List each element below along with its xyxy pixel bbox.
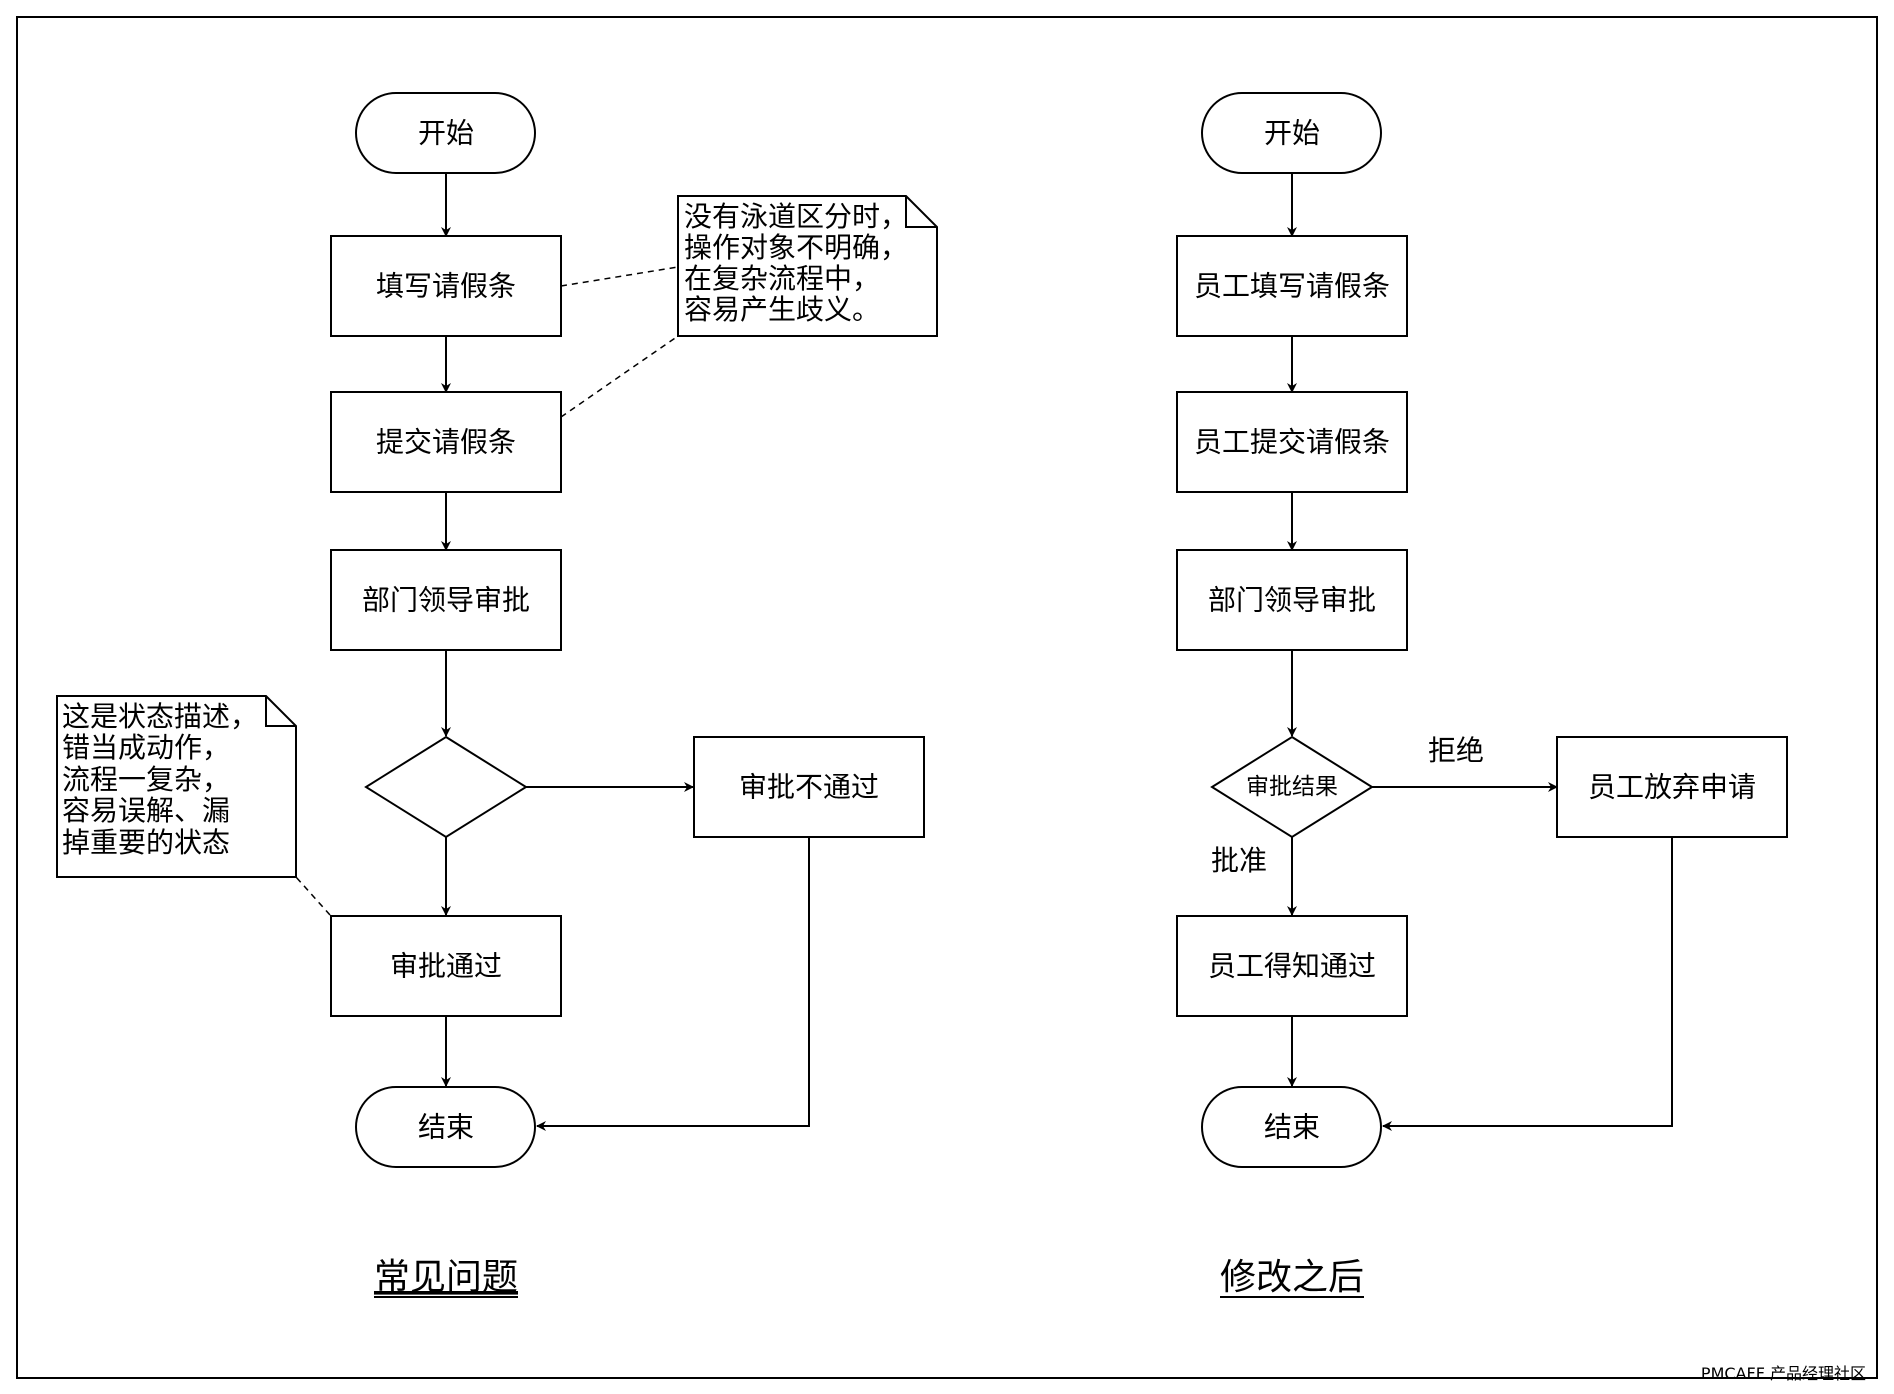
left-start-terminal bbox=[355, 92, 536, 174]
left-end-terminal bbox=[355, 1086, 536, 1168]
left-dept-approval-box bbox=[330, 549, 562, 651]
right-start-label: 开始 bbox=[1264, 117, 1320, 150]
note-states: 这是状态描述， 错当成动作， 流程一复杂， 容易误解、漏 掉重要的状态 bbox=[56, 695, 297, 878]
left-dept-approval-label: 部门领导审批 bbox=[362, 584, 530, 617]
note-lanes-line-3: 在复杂流程中， bbox=[684, 262, 880, 295]
right-notified-box bbox=[1176, 915, 1408, 1017]
left-submit-form-label: 提交请假条 bbox=[376, 426, 516, 459]
right-giveup-box bbox=[1556, 736, 1788, 838]
note-leader-to-fill bbox=[560, 266, 679, 287]
watermark-text: PMCAFF 产品经理社区 bbox=[1701, 1364, 1866, 1383]
note-lanes-line-2: 操作对象不明确， bbox=[684, 231, 908, 264]
note-lanes-line-1: 没有泳道区分时， bbox=[684, 200, 908, 233]
note-states-line-3: 流程一复杂， bbox=[62, 763, 230, 796]
right-fill-form-label: 员工填写请假条 bbox=[1194, 270, 1390, 303]
left-end-label: 结束 bbox=[418, 1111, 474, 1144]
right-end-terminal bbox=[1201, 1086, 1382, 1168]
note-leader-to-submit bbox=[560, 335, 679, 418]
right-connectors bbox=[1287, 172, 1673, 1131]
note-lanes-shape bbox=[677, 195, 938, 337]
right-notified-label: 员工得知通过 bbox=[1208, 950, 1376, 983]
note-states-fold bbox=[265, 696, 296, 727]
note-states-line-4: 容易误解、漏 bbox=[62, 794, 230, 827]
right-end-label: 结束 bbox=[1264, 1111, 1320, 1144]
right-flowchart: 开始 员工填写请假条 员工提交请假条 部门领导审批 审批结果 拒绝 批准 员工放… bbox=[1176, 92, 1788, 1298]
right-dept-approval-box bbox=[1176, 549, 1408, 651]
left-flowchart: 开始 填写请假条 提交请假条 部门领导审批 审批不通过 审批通过 结束 没有泳道… bbox=[56, 92, 938, 1298]
right-caption: 修改之后 bbox=[1220, 1257, 1364, 1298]
right-decision-diamond bbox=[1210, 735, 1374, 839]
left-submit-form-box bbox=[330, 391, 562, 493]
left-edge-rejected-to-end bbox=[536, 836, 810, 1131]
left-caption: 常见问题 bbox=[374, 1257, 518, 1298]
right-submit-form-box bbox=[1176, 391, 1408, 493]
left-approved-box bbox=[330, 915, 562, 1017]
reject-edge-label: 拒绝 bbox=[1428, 734, 1484, 767]
note-states-shape bbox=[56, 695, 297, 878]
left-decision-diamond bbox=[364, 735, 528, 839]
left-rejected-box bbox=[693, 736, 925, 838]
right-giveup-label: 员工放弃申请 bbox=[1588, 771, 1756, 804]
note-leader-to-approved bbox=[295, 876, 331, 916]
note-lanes: 没有泳道区分时， 操作对象不明确， 在复杂流程中， 容易产生歧义。 bbox=[677, 195, 938, 337]
note-states-line-1: 这是状态描述， bbox=[62, 700, 258, 733]
left-rejected-label: 审批不通过 bbox=[739, 771, 879, 804]
left-fill-form-box bbox=[330, 235, 562, 337]
left-note-leaders bbox=[295, 266, 679, 916]
approve-edge-label: 批准 bbox=[1211, 844, 1267, 877]
right-fill-form-box bbox=[1176, 235, 1408, 337]
note-lanes-fold bbox=[905, 196, 937, 228]
left-fill-form-label: 填写请假条 bbox=[376, 270, 516, 303]
right-decision-label: 审批结果 bbox=[1246, 774, 1338, 800]
left-connectors bbox=[441, 172, 810, 1131]
right-dept-approval-label: 部门领导审批 bbox=[1208, 584, 1376, 617]
outer-frame bbox=[16, 16, 1878, 1379]
right-submit-form-label: 员工提交请假条 bbox=[1194, 426, 1390, 459]
right-edge-giveup-to-end bbox=[1382, 836, 1673, 1131]
left-start-label: 开始 bbox=[418, 117, 474, 150]
right-start-terminal bbox=[1201, 92, 1382, 174]
note-states-line-5: 掉重要的状态 bbox=[62, 826, 230, 859]
note-lanes-line-4: 容易产生歧义。 bbox=[684, 293, 880, 326]
note-states-line-2: 错当成动作， bbox=[62, 731, 230, 764]
left-approved-label: 审批通过 bbox=[390, 950, 502, 983]
